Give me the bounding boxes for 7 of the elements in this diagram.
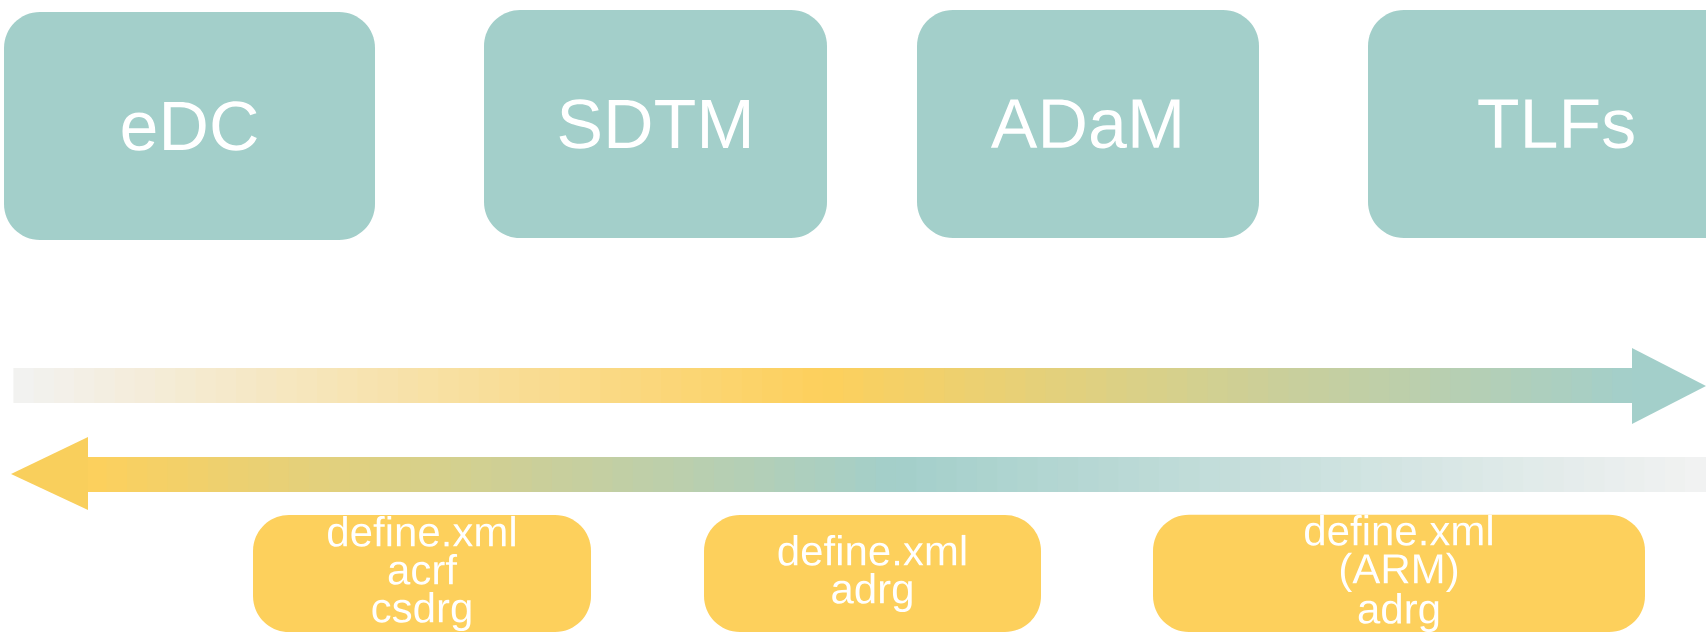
data-stage-box: ADaM [917,10,1259,238]
data-stage-box: TLFs [1368,10,1706,238]
data-stage-box: eDC [4,12,375,240]
document-box: define.xml (ARM) adrg [1153,514,1645,633]
document-box: define.xml acrf csdrg [253,515,591,632]
data-stage-box: SDTM [484,10,827,238]
document-box: define.xml adrg [704,515,1041,632]
